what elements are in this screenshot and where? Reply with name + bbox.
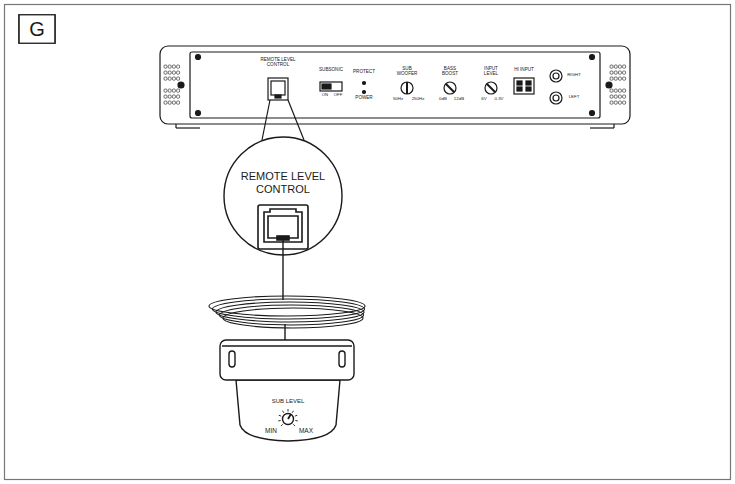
panel-label: REMOTE LEVEL CONTROL — [260, 58, 296, 68]
indicator-label: POWER — [355, 96, 372, 101]
amplifier — [160, 46, 630, 128]
figure-frame — [5, 5, 731, 480]
magnifier-leader — [262, 100, 304, 140]
switch-position: ON — [322, 93, 328, 97]
scale-mark: 0dB — [439, 97, 447, 102]
figure-letter: G — [18, 14, 56, 44]
scale-mark: MAX — [299, 428, 313, 435]
connector-label: HI INPUT — [514, 68, 534, 73]
magnifier-circle: REMOTE LEVEL CONTROL — [223, 136, 343, 256]
knob-label: SUB LEVEL — [272, 398, 305, 404]
control-label: SUB WOOFER — [394, 67, 420, 77]
switch-position: OFF — [334, 93, 342, 97]
control-label: INPUT LEVEL — [478, 67, 504, 77]
control-label: BASS BOOST — [437, 67, 463, 77]
scale-mark: 50Hz — [393, 97, 403, 102]
node-outline — [223, 136, 343, 256]
remote-level-control — [220, 340, 354, 441]
jack-label: RIGHT — [567, 73, 581, 78]
scale-mark: MIN — [265, 428, 277, 435]
callout-title: REMOTE LEVEL CONTROL — [235, 170, 331, 195]
scale-mark: 6V — [481, 97, 486, 102]
jack-label: LEFT — [569, 95, 580, 100]
indicator-label: PROTECT — [353, 70, 375, 75]
switch-label: SUBSONIC — [319, 68, 343, 73]
scale-mark: 250Hz — [412, 97, 425, 102]
scale-mark: 12dB — [454, 97, 464, 102]
scale-mark: 0.3V — [494, 97, 503, 102]
figure-label-box: G — [18, 14, 56, 44]
